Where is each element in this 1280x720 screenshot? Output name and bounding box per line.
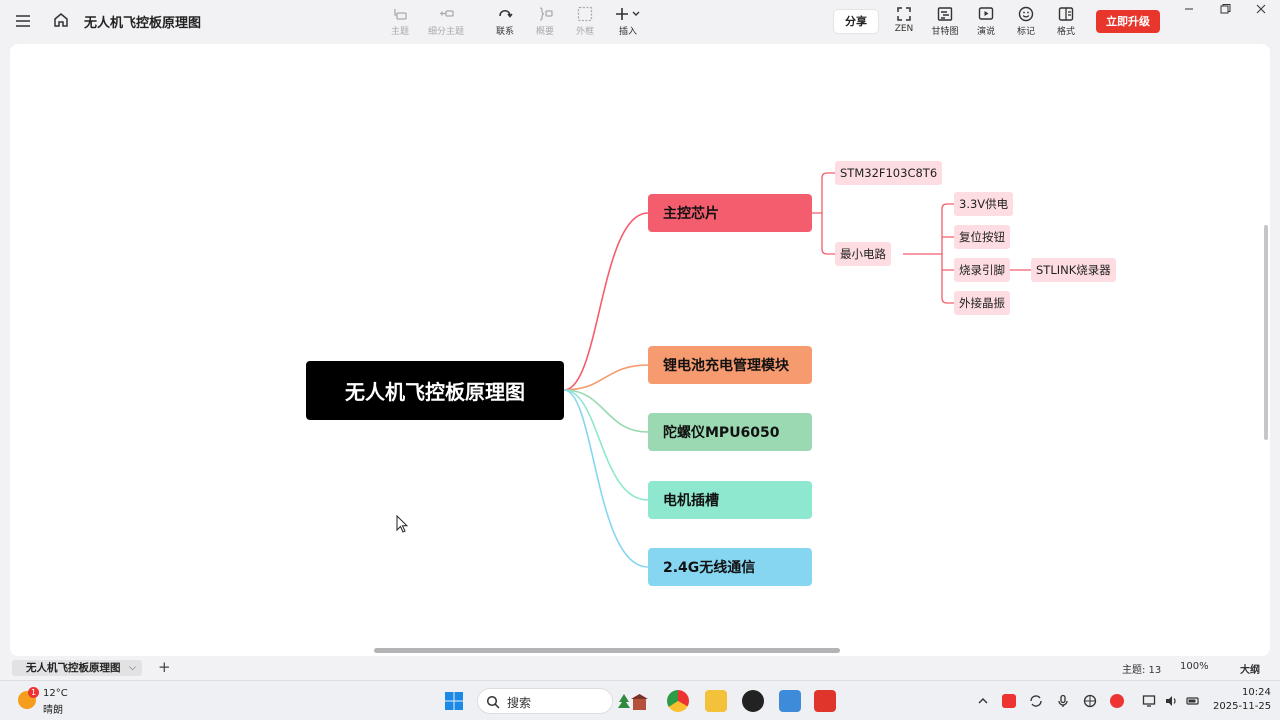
connector-chip-children (812, 172, 835, 255)
battery-icon[interactable] (1186, 694, 1200, 708)
topic-button[interactable]: 主题 (378, 6, 422, 37)
xmind-app-icon[interactable] (814, 690, 836, 712)
add-sheet-icon[interactable]: + (158, 658, 171, 676)
connector-circuit-children (903, 203, 954, 304)
subtopic-button[interactable]: 细分主题 (424, 6, 468, 37)
weather-temperature: 12°C (43, 688, 68, 699)
volume-icon[interactable] (1164, 694, 1178, 708)
subtopic-reset-button[interactable]: 复位按钮 (954, 225, 1010, 249)
outline-button[interactable]: 大纲 (1240, 665, 1260, 676)
topic-count: 主题: 13 (1122, 665, 1162, 676)
connector-battery (563, 364, 649, 391)
horizontal-scrollbar[interactable] (374, 648, 840, 653)
connector-gyro (563, 389, 649, 433)
cloud-app-icon[interactable] (779, 690, 801, 712)
connector-chip (563, 212, 649, 391)
branch-battery-module[interactable]: 锂电池充电管理模块 (648, 346, 812, 384)
zen-button[interactable]: ZEN (882, 6, 926, 34)
format-panel-icon (1058, 7, 1074, 21)
tray-app-icon[interactable] (1002, 694, 1016, 708)
chevron-up-icon[interactable] (976, 694, 990, 708)
subtopic-icon (440, 10, 454, 17)
clock-time[interactable]: 10:24 (1242, 687, 1271, 698)
format-button[interactable]: 格式 (1044, 6, 1088, 37)
clock-date[interactable]: 2025-11-25 (1213, 701, 1272, 712)
search-icon (486, 695, 500, 709)
share-button[interactable]: 分享 (834, 10, 878, 33)
branch-motor-slot[interactable]: 电机插槽 (648, 481, 812, 519)
fullscreen-icon (897, 7, 911, 21)
vertical-scrollbar[interactable] (1264, 225, 1268, 440)
subtopic-minimal-circuit[interactable]: 最小电路 (835, 242, 891, 266)
network-icon[interactable] (1083, 694, 1097, 708)
present-button[interactable]: 演说 (964, 6, 1008, 37)
chevron-down-icon[interactable]: ⌵ (129, 663, 136, 673)
display-icon[interactable] (1142, 694, 1156, 708)
subtopic-power-supply[interactable]: 3.3V供电 (954, 192, 1014, 216)
branch-gyroscope[interactable]: 陀螺仪MPU6050 (648, 413, 812, 451)
subtopic-stlink-programmer[interactable]: STLINK烧录器 (1031, 258, 1116, 282)
play-icon (978, 7, 994, 20)
holiday-house-icon (618, 694, 648, 710)
close-icon[interactable] (1253, 3, 1269, 15)
connector-lines (563, 172, 1031, 568)
minimize-icon[interactable] (1181, 3, 1197, 15)
document-title[interactable]: 无人机飞控板原理图 (84, 16, 202, 31)
mouse-cursor-icon (396, 515, 408, 533)
branch-main-chip[interactable]: 主控芯片 (648, 194, 812, 232)
input-method-icon[interactable] (1110, 694, 1124, 708)
root-topic[interactable]: 无人机飞控板原理图 (306, 361, 564, 420)
sheet-tab[interactable]: 无人机飞控板原理图 ⌵ (12, 660, 142, 676)
chrome-app-icon[interactable] (667, 690, 689, 712)
connector-motor (563, 389, 649, 501)
plus-chevron-icon (616, 8, 640, 20)
marker-button[interactable]: 标记 (1004, 6, 1048, 37)
relation-curve-icon (499, 10, 513, 18)
weather-description: 晴朗 (43, 705, 63, 716)
zoom-level[interactable]: 100% (1180, 661, 1209, 672)
notification-badge: 1 (28, 687, 39, 698)
branch-wireless[interactable]: 2.4G无线通信 (648, 548, 812, 586)
smiley-icon (1018, 6, 1034, 22)
connector-wireless (563, 389, 649, 568)
boundary-box-icon (577, 6, 593, 22)
status-bar: 无人机飞控板原理图 ⌵ + 主题: 13 100% 大纲 (0, 656, 1280, 680)
home-icon[interactable] (52, 11, 70, 29)
topic-icon (394, 9, 407, 20)
windows-start-icon[interactable] (444, 691, 464, 711)
gantt-icon (937, 7, 953, 21)
upgrade-button[interactable]: 立即升级 (1096, 10, 1160, 33)
boundary-button[interactable]: 外框 (563, 6, 607, 37)
relation-button[interactable]: 联系 (483, 6, 527, 37)
top-toolbar: 无人机飞控板原理图 主题 细分主题 联系 概要 外框 插入 分享 ZEN 甘特图… (0, 0, 1280, 42)
summary-brace-icon (539, 7, 553, 21)
mindmap-canvas[interactable]: 无人机飞控板原理图 主控芯片 锂电池充电管理模块 陀螺仪MPU6050 电机插槽… (10, 44, 1270, 656)
microphone-icon[interactable] (1056, 694, 1070, 708)
insert-button[interactable]: 插入 (606, 6, 650, 37)
sync-icon[interactable] (1029, 694, 1043, 708)
gantt-button[interactable]: 甘特图 (923, 6, 967, 37)
subtopic-programming-pins[interactable]: 烧录引脚 (954, 258, 1010, 282)
subtopic-external-crystal[interactable]: 外接晶振 (954, 291, 1010, 315)
obs-app-icon[interactable] (742, 690, 764, 712)
windows-taskbar: 1 12°C 晴朗 搜索 10:24 2025-11-25 (0, 680, 1280, 720)
restore-icon[interactable] (1217, 3, 1233, 15)
summary-button[interactable]: 概要 (523, 6, 567, 37)
taskbar-search[interactable]: 搜索 (477, 688, 648, 714)
subtopic-mcu-model[interactable]: STM32F103C8T6 (835, 161, 943, 185)
hamburger-menu-icon[interactable] (14, 12, 32, 30)
file-explorer-icon[interactable] (705, 690, 727, 712)
